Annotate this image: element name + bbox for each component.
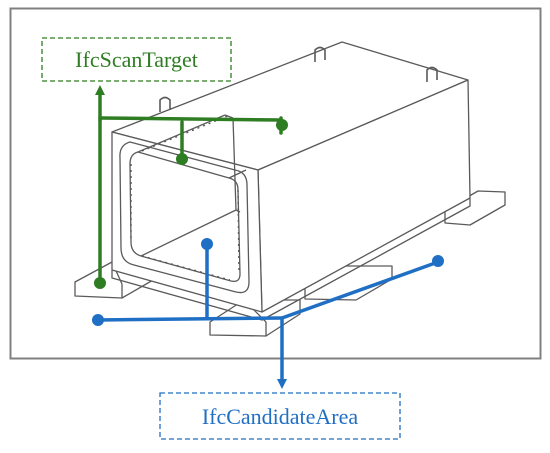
scan-target-label-text: IfcScanTarget bbox=[75, 47, 198, 72]
candidate-area-connector bbox=[96, 243, 440, 389]
candidate-area-label: IfcCandidateArea bbox=[159, 392, 401, 440]
scan-target-label: IfcScanTarget bbox=[41, 37, 232, 82]
candidate-area-label-text: IfcCandidateArea bbox=[202, 404, 359, 429]
scan-target-label-box bbox=[41, 37, 232, 82]
scan-target-points bbox=[94, 119, 288, 289]
candidate-area-points bbox=[92, 238, 444, 326]
candidate-area-label-box bbox=[159, 392, 401, 440]
scan-target-connector bbox=[95, 85, 283, 284]
box-culvert-drawing bbox=[74, 41, 506, 337]
